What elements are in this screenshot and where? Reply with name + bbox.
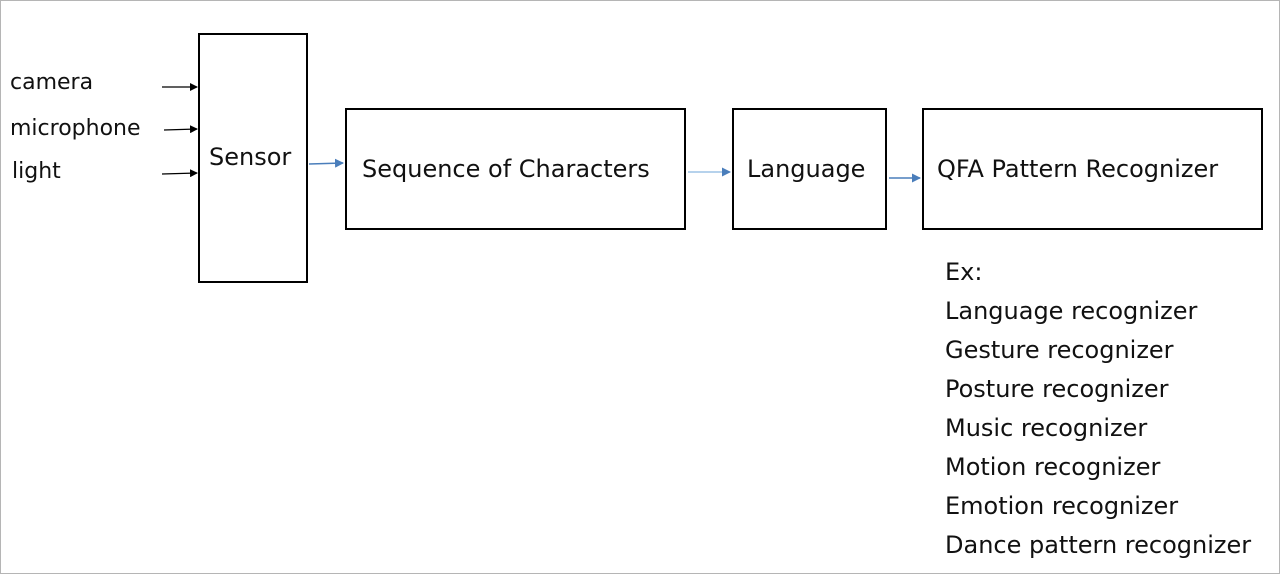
example-item: Posture recognizer bbox=[945, 375, 1169, 403]
example-item: Motion recognizer bbox=[945, 453, 1161, 481]
recognizer-box bbox=[922, 108, 1263, 230]
sensor-box bbox=[198, 33, 308, 283]
language-box bbox=[732, 108, 887, 230]
example-item: Gesture recognizer bbox=[945, 336, 1174, 364]
example-item: Dance pattern recognizer bbox=[945, 531, 1252, 559]
language-label: Language bbox=[747, 155, 866, 183]
example-heading: Ex: bbox=[945, 258, 983, 286]
sensor-label: Sensor bbox=[209, 143, 292, 171]
example-item: Music recognizer bbox=[945, 414, 1148, 442]
example-item: Emotion recognizer bbox=[945, 492, 1179, 520]
example-list: Ex: Language recognizer Gesture recogniz… bbox=[945, 253, 1251, 565]
input-label-microphone: microphone bbox=[10, 116, 141, 141]
example-item: Language recognizer bbox=[945, 297, 1198, 325]
input-label-camera: camera bbox=[10, 70, 94, 95]
sequence-label: Sequence of Characters bbox=[362, 155, 650, 183]
recognizer-label: QFA Pattern Recognizer bbox=[937, 155, 1219, 183]
input-label-light: light bbox=[12, 159, 61, 184]
sequence-box bbox=[345, 108, 686, 230]
